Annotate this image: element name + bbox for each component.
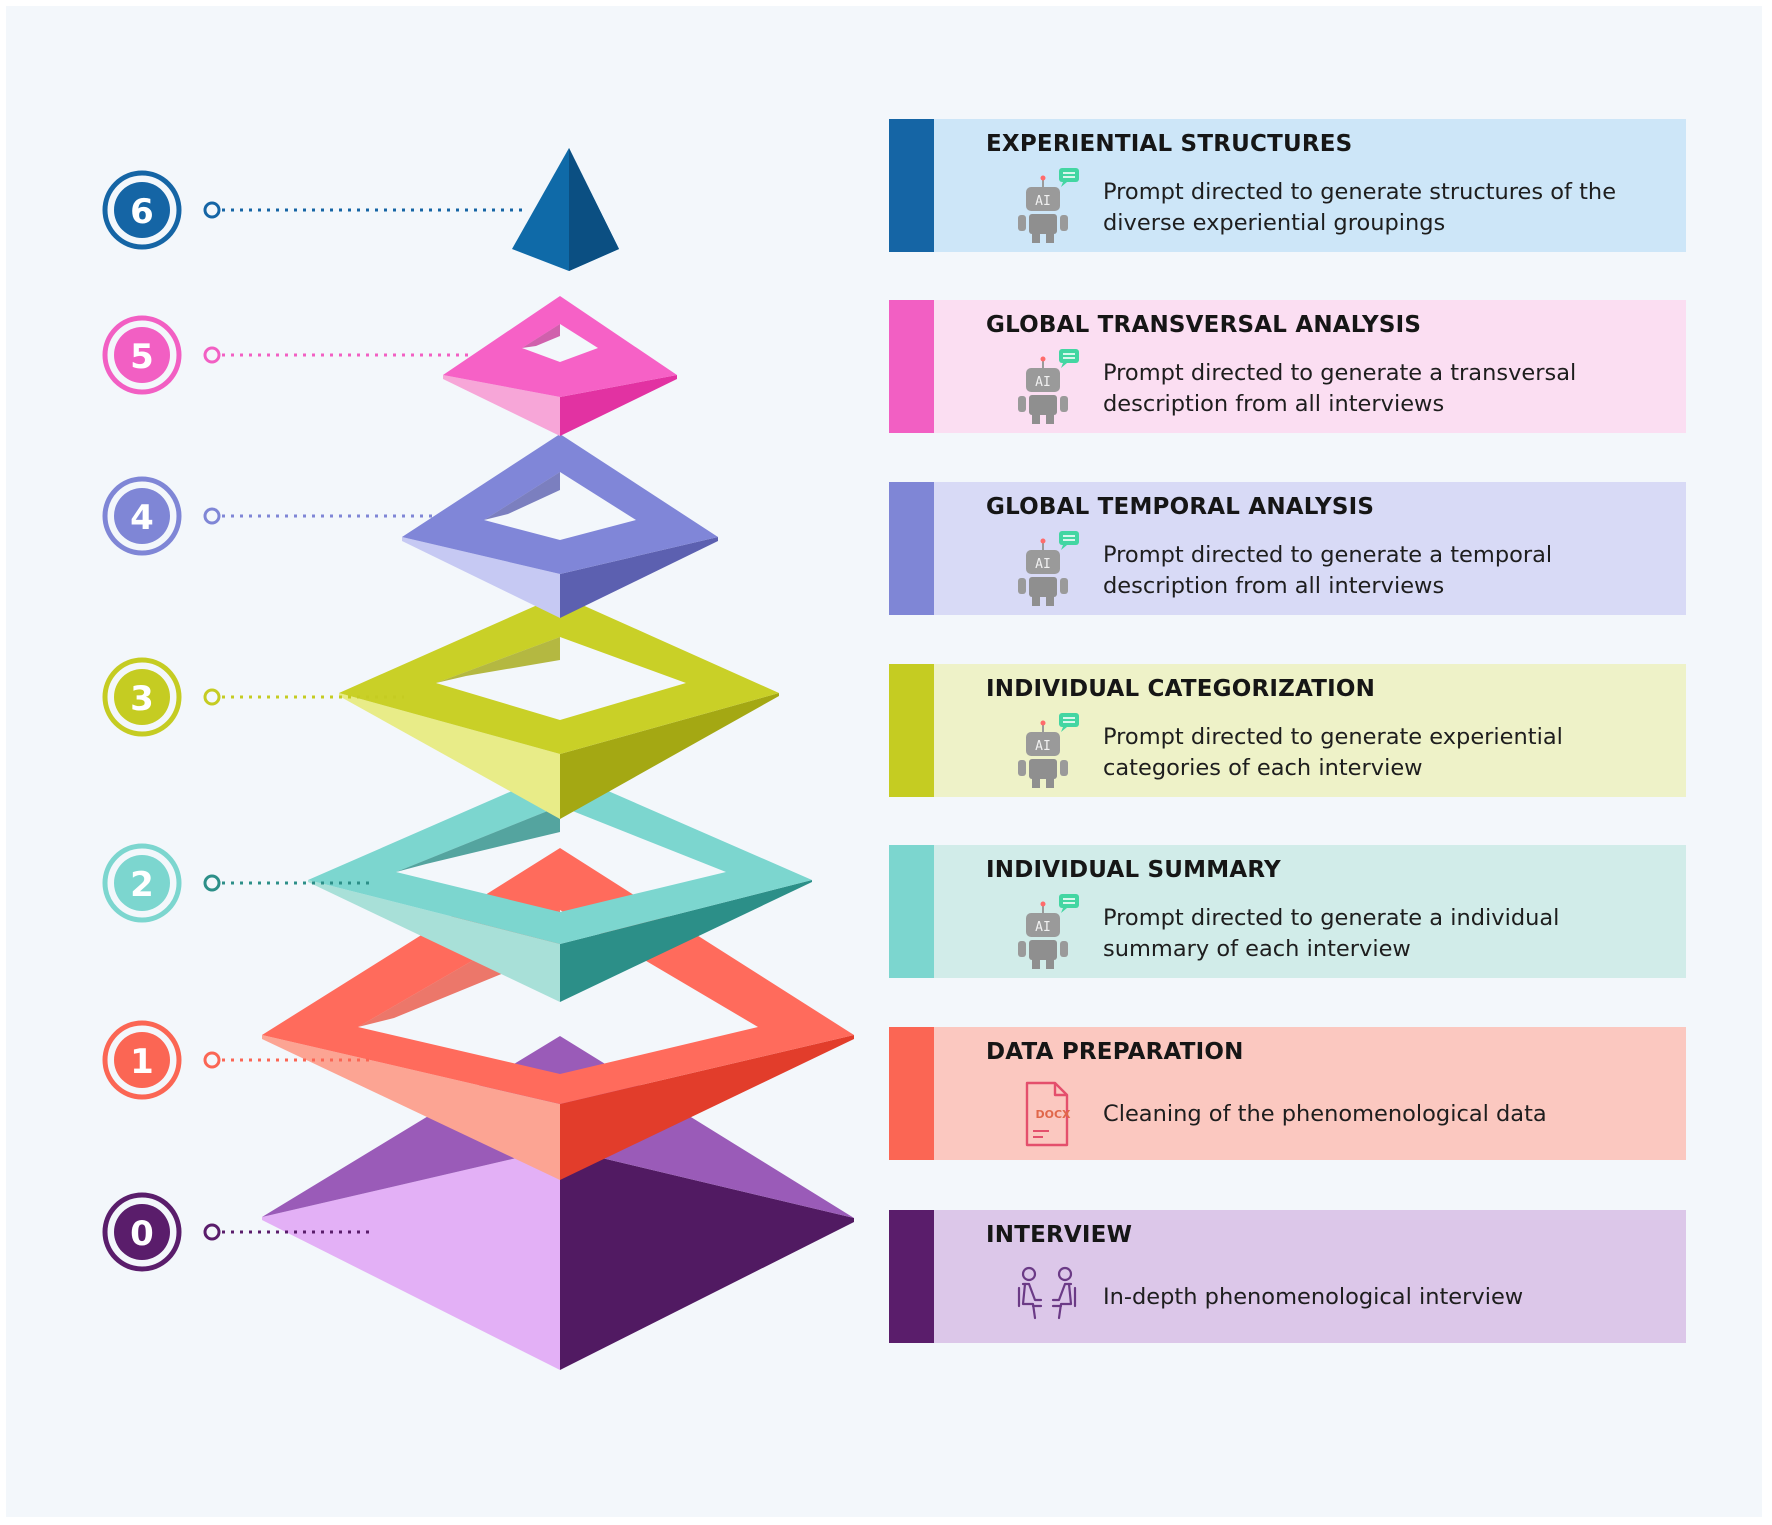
stage-card-global-temporal-analysis: GLOBAL TEMPORAL ANALYSIS AI Prompt direc… — [889, 482, 1686, 615]
level-badge-number: 4 — [130, 498, 154, 538]
stage-description: Prompt directed to generate a temporal d… — [1103, 542, 1553, 599]
stage-color-bar — [889, 300, 934, 433]
stage-card-interview: INTERVIEW In-depth phenomenological inte… — [889, 1210, 1686, 1343]
pyramid-layer-3 — [339, 595, 779, 819]
stage-color-bar — [889, 1210, 934, 1343]
interview-people-icon — [1017, 1266, 1077, 1320]
stage-color-bar — [889, 664, 934, 797]
pyramid-layer-0 — [262, 1036, 854, 1370]
level-badge-1: 1 — [102, 1020, 372, 1100]
docx-file-icon: DOCX — [1025, 1081, 1071, 1147]
pyramid-layer-1 — [262, 848, 854, 1180]
ai-robot-icon: AI — [1018, 713, 1079, 788]
stage-description: Prompt directed to generate a transversa… — [1103, 360, 1577, 417]
level-badge-number: 0 — [130, 1214, 154, 1254]
ai-robot-icon: AI — [1018, 168, 1079, 243]
stage-description: Prompt directed to generate structures o… — [1103, 179, 1617, 236]
pyramid-layer-4 — [402, 434, 718, 618]
stage-color-bar — [889, 119, 934, 252]
ai-robot-icon: AI — [1018, 894, 1079, 969]
stage-title: INDIVIDUAL CATEGORIZATION — [986, 676, 1376, 702]
svg-text:AI: AI — [1035, 920, 1051, 935]
level-badge-4: 4 — [102, 476, 442, 556]
stage-card-experiential-structures: EXPERIENTIAL STRUCTURES AI Prompt direct… — [889, 119, 1686, 252]
stage-color-bar — [889, 845, 934, 978]
stage-title: INTERVIEW — [986, 1222, 1133, 1248]
stage-card-data-preparation: DATA PREPARATION DOCX Cleaning of the ph… — [889, 1027, 1686, 1160]
pyramid-layer-6 — [512, 148, 619, 271]
svg-text:AI: AI — [1035, 194, 1051, 209]
stage-card-global-transversal-analysis: GLOBAL TRANSVERSAL ANALYSIS AI Prompt di… — [889, 300, 1686, 433]
level-badge-6: 6 — [102, 170, 526, 250]
stage-card-individual-summary: INDIVIDUAL SUMMARY AI Prompt directed to… — [889, 845, 1686, 978]
level-badge-5: 5 — [102, 315, 468, 395]
svg-text:DOCX: DOCX — [1035, 1108, 1071, 1121]
diagram-canvas: 6 5 4 3 2 — [6, 6, 1762, 1517]
stage-description: Prompt directed to generate a individual… — [1103, 905, 1560, 962]
level-badge-number: 3 — [130, 679, 154, 719]
level-badge-2: 2 — [102, 843, 372, 923]
pyramid-diagram: 6 5 4 3 2 — [102, 148, 854, 1370]
stage-title: GLOBAL TRANSVERSAL ANALYSIS — [986, 312, 1422, 338]
level-badge-number: 5 — [130, 337, 154, 377]
stage-title: EXPERIENTIAL STRUCTURES — [986, 131, 1353, 157]
stage-title: DATA PREPARATION — [986, 1039, 1244, 1065]
level-badge-3: 3 — [102, 657, 404, 737]
level-badge-number: 1 — [130, 1042, 154, 1082]
stage-description: In-depth phenomenological interview — [1103, 1284, 1524, 1310]
stage-color-bar — [889, 482, 934, 615]
stage-description: Prompt directed to generate experiential… — [1103, 724, 1563, 781]
stage-title: INDIVIDUAL SUMMARY — [986, 857, 1281, 883]
stage-card-individual-categorization: INDIVIDUAL CATEGORIZATION AI Prompt dire… — [889, 664, 1686, 797]
svg-text:AI: AI — [1035, 375, 1051, 390]
level-badge-number: 6 — [130, 192, 154, 232]
level-badge-number: 2 — [130, 865, 154, 905]
stage-color-bar — [889, 1027, 934, 1160]
pyramid-layer-2 — [308, 770, 812, 1002]
svg-text:AI: AI — [1035, 739, 1051, 754]
ai-robot-icon: AI — [1018, 531, 1079, 606]
ai-robot-icon: AI — [1018, 349, 1079, 424]
stage-description: Cleaning of the phenomenological data — [1103, 1101, 1547, 1127]
svg-text:AI: AI — [1035, 557, 1051, 572]
level-badge-0: 0 — [102, 1192, 372, 1272]
stage-title: GLOBAL TEMPORAL ANALYSIS — [986, 494, 1375, 520]
pyramid-layer-5 — [443, 296, 677, 436]
